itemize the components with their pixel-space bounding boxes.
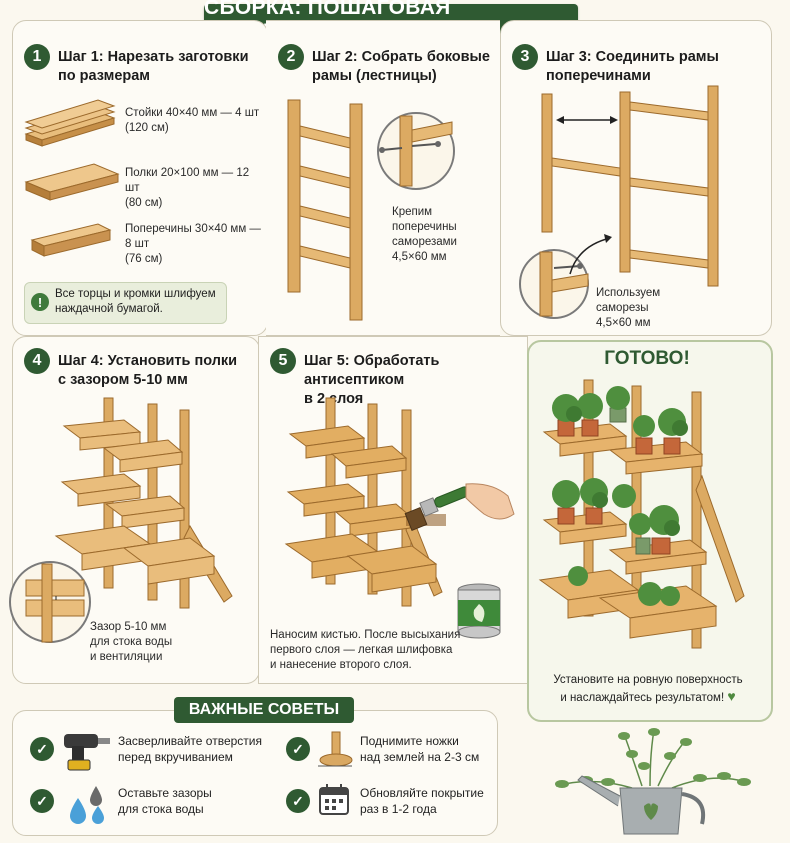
step5-number: 5 (270, 348, 296, 374)
ready-title: ГОТОВО! (604, 348, 690, 369)
drill-icon (64, 734, 110, 771)
water-drops-icon (70, 786, 104, 824)
tips-banner: ВАЖНЫЕ СОВЕТЫ (174, 697, 354, 723)
watering-can-plant-decoration (555, 728, 751, 835)
tips-title: ВАЖНЫЕ СОВЕТЫ (188, 701, 340, 718)
step2-panel (266, 20, 500, 336)
brushing-shelving-illustration (284, 397, 446, 607)
posts-stack-illustration (24, 99, 116, 147)
paint-brush-hand-illustration (404, 483, 515, 531)
shelving-with-shelves-illustration (54, 397, 233, 609)
side-frame-ladder-illustration (287, 99, 363, 321)
finished-herb-shelf-illustration (538, 379, 745, 649)
part-shelves-label: Полки 20×100 мм — 12 шт(80 см) (125, 167, 250, 209)
part-crossbars-label: Поперечины 30×40 мм — 8 шт(76 см) (125, 223, 261, 265)
ready-caption: Установите на ровную поверхность и насла… (553, 674, 743, 704)
check-icon: ✓ (286, 789, 310, 813)
raised-leg-icon (318, 731, 353, 767)
step3-number: 3 (512, 44, 538, 70)
check-icon: ✓ (286, 737, 310, 761)
shelf-boards-illustration (24, 163, 120, 201)
crossbars-illustration (30, 223, 112, 257)
exclamation-icon: ! (31, 293, 49, 311)
gap-detail-magnifier (9, 561, 91, 643)
part-posts-label: Стойки 40×40 мм — 4 шт(120 см) (125, 107, 260, 134)
heart-icon: ♥ (727, 688, 736, 704)
pointer-arrow (569, 234, 612, 275)
step1-number: 1 (24, 44, 50, 70)
screw-detail-magnifier (377, 112, 455, 190)
antiseptic-can-icon (457, 583, 501, 639)
frames-connected-illustration (541, 85, 719, 287)
step4-number: 4 (24, 348, 50, 374)
step2-number: 2 (278, 44, 304, 70)
calendar-icon (319, 784, 349, 815)
check-icon: ✓ (30, 789, 54, 813)
screw-detail-magnifier-2 (519, 249, 589, 319)
check-icon: ✓ (30, 737, 54, 761)
